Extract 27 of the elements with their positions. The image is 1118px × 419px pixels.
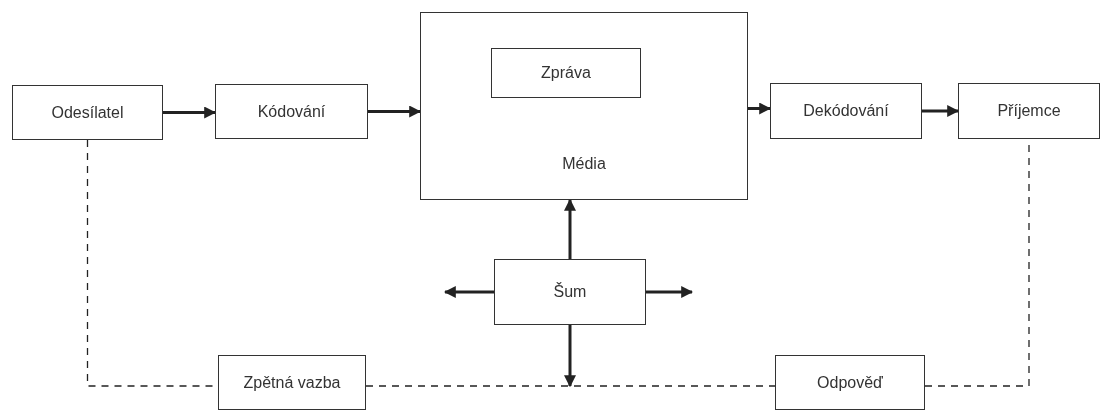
process-box — [12, 85, 163, 140]
process-box — [770, 83, 922, 139]
arrow — [748, 102, 772, 115]
process-box — [491, 48, 641, 98]
box-label: Příjemce — [996, 102, 1062, 120]
arrow — [922, 105, 960, 117]
box-label: Dekódování — [802, 102, 890, 120]
process-box — [958, 83, 1100, 139]
arrow — [443, 286, 494, 298]
box-label: Zpětná vazba — [242, 373, 342, 392]
box-label: Odesílatel — [50, 103, 125, 122]
dashed-line — [365, 385, 776, 387]
process-box — [494, 259, 646, 325]
arrow — [163, 106, 217, 119]
box-label: Kódování — [256, 102, 327, 121]
process-box — [215, 84, 368, 139]
arrow — [564, 325, 576, 388]
process-box — [775, 355, 925, 410]
arrow — [646, 286, 694, 298]
arrow — [368, 105, 422, 118]
box-label: Zpráva — [540, 64, 592, 82]
process-box — [218, 355, 366, 410]
box-label: Šum — [552, 283, 588, 301]
box-label: Odpověď — [816, 373, 884, 392]
process-box — [420, 12, 748, 200]
arrow — [564, 198, 576, 259]
box-label: Média — [561, 155, 607, 173]
